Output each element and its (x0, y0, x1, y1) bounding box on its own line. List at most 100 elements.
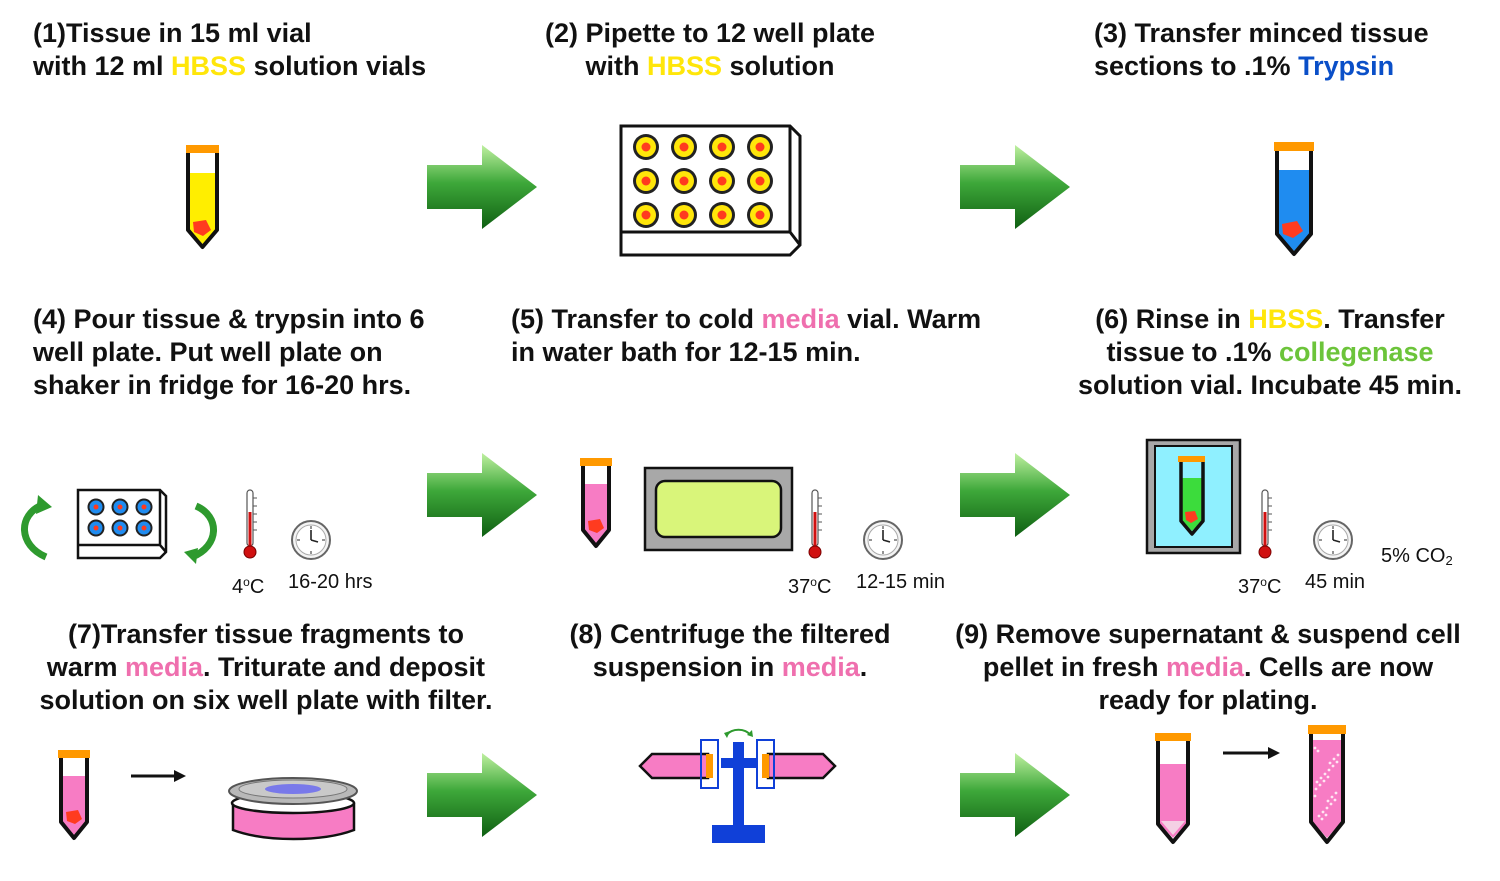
clock-icon (1313, 520, 1353, 560)
rotate-arrow-icon (184, 502, 217, 564)
cell-dot (1328, 761, 1332, 765)
step-6-co2-label: 5% CO2 (1381, 545, 1453, 568)
well (87, 498, 105, 516)
step-6-temperature-label: 37oC (1238, 575, 1282, 598)
step-5-time-label: 12-15 min (856, 571, 945, 593)
process-arrow-icon (427, 145, 537, 229)
clock-icon (291, 520, 331, 560)
filter-plate-icon (228, 777, 358, 841)
thermometer-icon (243, 489, 258, 559)
step-4-time-label: 16-20 hrs (288, 571, 373, 593)
vial-icon (58, 750, 90, 840)
step-5-temperature-label: 37oC (788, 575, 832, 598)
highlight-hbss: HBSS (1248, 304, 1324, 334)
highlight-media: media (124, 652, 204, 682)
well (671, 168, 697, 194)
well-plate-12-icon (619, 124, 802, 257)
cell-dot (1329, 802, 1333, 806)
cell-dot (1333, 798, 1337, 802)
step-2-caption: (2) Pipette to 12 well plate with HBSS s… (500, 17, 920, 83)
caption-text: solution vial. Incubate 45 min. (1077, 370, 1463, 400)
transfer-arrow-icon (1223, 747, 1280, 759)
cell-dot (1326, 799, 1330, 803)
caption-text: (1)Tissue in 15 ml vial with 12 ml (33, 18, 312, 81)
transfer-arrow-icon (131, 770, 186, 782)
vial-icon (580, 458, 612, 548)
step-8-caption: (8) Centrifuge the filtered suspension i… (520, 618, 940, 684)
cell-dot (1320, 817, 1324, 821)
step-7-caption: (7)Transfer tissue fragments to warm med… (6, 618, 526, 717)
cell-dot (1318, 783, 1322, 787)
highlight-media: media (761, 304, 840, 334)
well (709, 134, 735, 160)
vial-icon (1274, 142, 1314, 256)
caption-text: (6) Rinse in (1095, 304, 1249, 334)
thermometer-icon (1258, 489, 1273, 559)
cell-dot (1321, 810, 1325, 814)
well (633, 202, 659, 228)
incubator-icon (1145, 438, 1242, 555)
caption-text: solution vials (246, 51, 427, 81)
rotate-arrow-icon (21, 495, 52, 561)
highlight-media: media (1165, 652, 1244, 682)
caption-text: solution (722, 51, 835, 81)
highlight-hbss: HBSS (171, 51, 247, 81)
step-6-time-label: 45 min (1305, 571, 1366, 593)
cell-dot (1334, 791, 1338, 795)
caption-text: (8) Centrifuge the filtered suspension i… (569, 619, 891, 682)
process-arrow-icon (427, 453, 537, 537)
cell-dot (1330, 795, 1334, 799)
centrifuge-icon (638, 728, 837, 843)
well (671, 202, 697, 228)
cell-dot (1327, 768, 1331, 772)
process-arrow-icon (427, 753, 537, 837)
cell-dot (1332, 757, 1336, 761)
cell-dot (1326, 775, 1330, 779)
cell-dot (1323, 772, 1327, 776)
process-arrow-icon (960, 145, 1070, 229)
cell-dot (1313, 794, 1317, 798)
caption-text: (5) Transfer to cold (511, 304, 762, 334)
thermometer-icon (808, 489, 823, 559)
water-bath-icon (643, 466, 794, 552)
step-9-caption: (9) Remove supernatant & suspend cell pe… (916, 618, 1500, 717)
cell-dot (1314, 787, 1318, 791)
caption-text: . Transfer tissue to .1% (1106, 304, 1445, 367)
caption-text: . (859, 652, 868, 682)
well (747, 202, 773, 228)
step-4-caption: (4) Pour tissue & trypsin into 6 well pl… (33, 303, 425, 402)
process-arrow-icon (960, 453, 1070, 537)
step-5-caption: (5) Transfer to cold media vial. Warm in… (511, 303, 981, 369)
cell-dot (1316, 749, 1320, 753)
highlight-hbss: HBSS (647, 51, 723, 81)
caption-text: (2) Pipette to 12 well plate with (544, 18, 876, 81)
caption-text: (7)Transfer tissue fragments to warm (46, 619, 465, 682)
highlight-coll: collegenase (1278, 337, 1434, 367)
caption-text: vial. Warm in water bath for 12-15 min. (511, 304, 982, 367)
cell-dot (1315, 780, 1319, 784)
well (709, 168, 735, 194)
cell-dot (1336, 753, 1340, 757)
cell-dot (1335, 760, 1339, 764)
well (111, 498, 129, 516)
well (135, 498, 153, 516)
well-plate-6-icon (76, 488, 168, 560)
caption-text: (4) Pour tissue & trypsin into 6 well pl… (33, 304, 425, 400)
well (87, 519, 105, 537)
cell-dot (1325, 806, 1329, 810)
highlight-media: media (781, 652, 860, 682)
step-6-caption: (6) Rinse in HBSS. Transfer tissue to .1… (1040, 303, 1500, 402)
well (633, 134, 659, 160)
well (747, 168, 773, 194)
vial-icon (1308, 725, 1346, 844)
vial-icon (186, 145, 219, 249)
cell-dot (1317, 814, 1321, 818)
process-arrow-icon (960, 753, 1070, 837)
caption-text: (3) Transfer minced tissue sections to .… (1094, 18, 1429, 81)
clock-icon (863, 520, 903, 560)
cell-dot (1313, 746, 1317, 750)
caption-text: . Triturate and deposit solution on six … (39, 652, 493, 715)
cell-dot (1319, 776, 1323, 780)
step-4-temperature-label: 4oC (232, 575, 265, 598)
